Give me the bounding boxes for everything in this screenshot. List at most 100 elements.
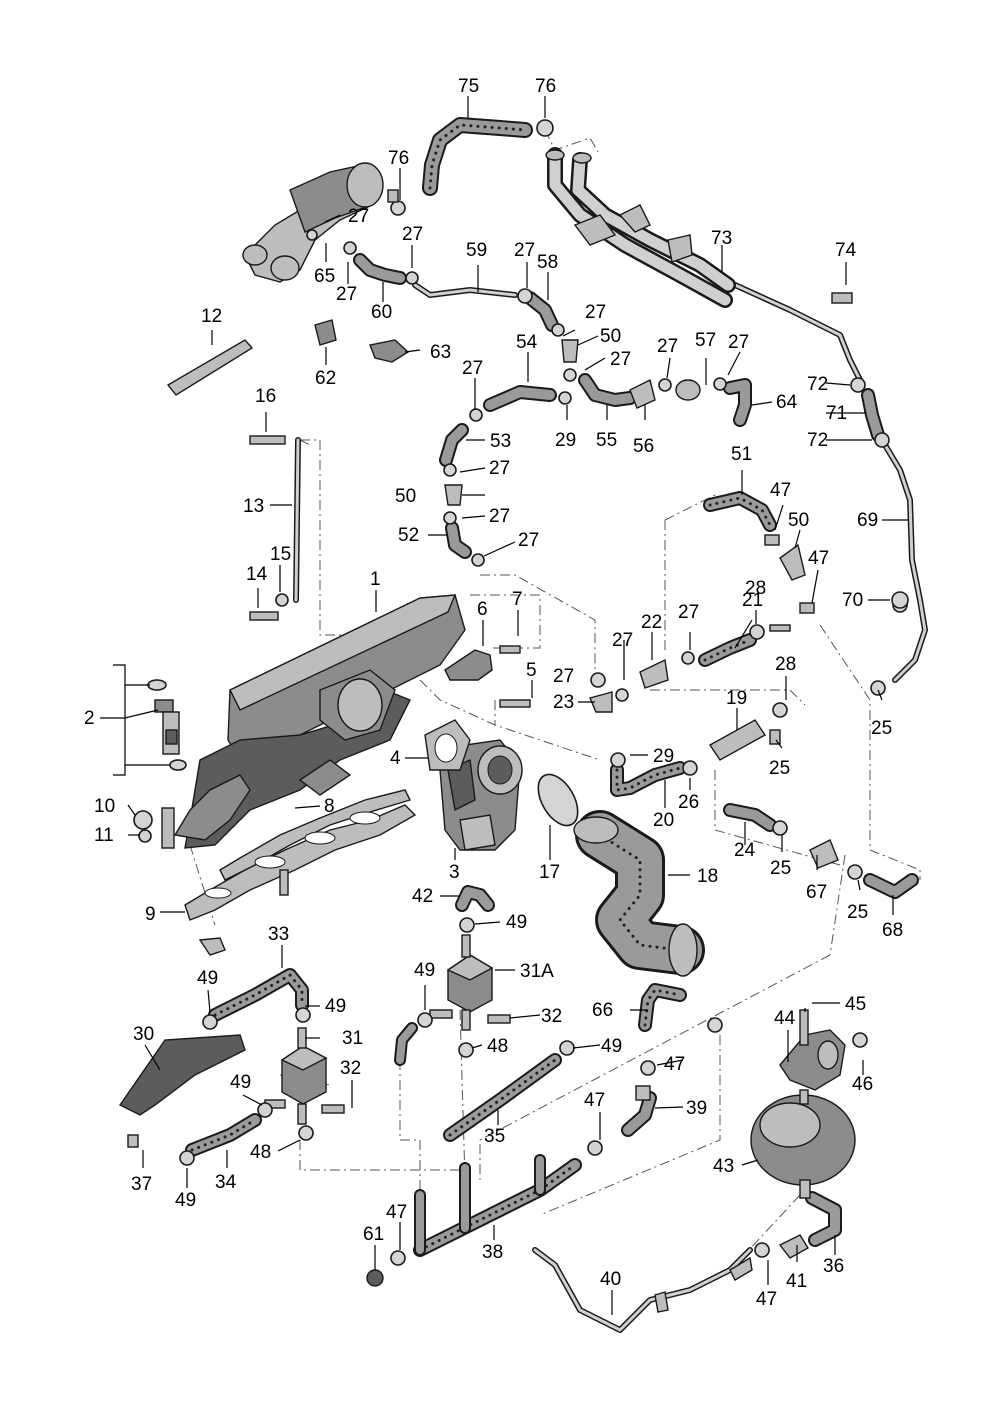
callout-12: 12 (201, 306, 222, 327)
clip-63 (369, 339, 410, 363)
callout-61: 61 (363, 1224, 384, 1245)
callout-72: 72 (807, 430, 828, 451)
callout-49: 49 (230, 1072, 251, 1093)
callout-55: 55 (596, 430, 617, 451)
callout-20: 20 (653, 810, 674, 831)
callout-3: 3 (449, 862, 460, 883)
callout-27: 27 (489, 458, 510, 479)
intake-manifold (161, 594, 466, 849)
callout-36: 36 (823, 1256, 844, 1277)
callout-46: 46 (852, 1074, 873, 1095)
parts (118, 147, 856, 1199)
callout-41: 41 (786, 1271, 807, 1292)
callout-53: 53 (490, 431, 511, 452)
coolant-pipe (545, 147, 736, 308)
callout-26: 26 (678, 792, 699, 813)
callout-60: 60 (371, 302, 392, 323)
callout-25: 25 (769, 758, 790, 779)
callout-47: 47 (584, 1090, 605, 1111)
callout-59: 59 (466, 240, 487, 261)
intake-elbow (242, 162, 384, 283)
clip-62 (314, 319, 337, 346)
callout-74: 74 (835, 240, 857, 261)
callout-48: 48 (250, 1142, 271, 1163)
callout-19: 19 (726, 688, 747, 709)
callout-63: 63 (430, 342, 451, 363)
callout-70: 70 (842, 590, 863, 611)
callout-27: 27 (585, 302, 606, 323)
callout-57: 57 (695, 330, 716, 351)
valve-31a (429, 934, 511, 1031)
callout-49: 49 (506, 912, 527, 933)
callout-64: 64 (776, 392, 798, 413)
callout-25: 25 (770, 858, 791, 879)
callout-43: 43 (713, 1156, 734, 1177)
callout-50: 50 (395, 486, 416, 507)
callout-11: 11 (94, 825, 114, 846)
callout-40: 40 (600, 1269, 621, 1290)
callout-44: 44 (774, 1008, 796, 1029)
callout-50: 50 (600, 326, 621, 347)
callout-54: 54 (516, 332, 538, 353)
callout-21: 21 (742, 590, 763, 611)
bracket-bar (166, 339, 254, 396)
callout-42: 42 (412, 886, 433, 907)
throttle-gasket (424, 719, 471, 771)
callout-27: 27 (518, 530, 539, 551)
callout-27: 27 (348, 206, 369, 227)
bracket-30 (118, 1034, 246, 1116)
callout-27: 27 (728, 332, 749, 353)
sensor-6 (444, 649, 493, 681)
callout-labels: 75 76 76 27 27 27 27 27 27 27 27 27 27 2… (84, 76, 903, 1310)
callout-25: 25 (871, 718, 892, 739)
callout-76: 76 (388, 148, 409, 169)
callout-27: 27 (612, 630, 633, 651)
callout-39: 39 (686, 1098, 707, 1119)
callout-31a: 31A (520, 961, 554, 982)
callout-51: 51 (731, 444, 752, 465)
callout-27: 27 (553, 666, 574, 687)
callout-38: 38 (482, 1242, 503, 1263)
callout-66: 66 (592, 1000, 613, 1021)
callout-18: 18 (697, 866, 718, 887)
callout-27: 27 (336, 284, 357, 305)
leader-lines (100, 96, 908, 1315)
callout-27: 27 (657, 336, 678, 357)
callout-2: 2 (84, 708, 95, 729)
callout-49: 49 (197, 968, 218, 989)
callout-29: 29 (653, 746, 674, 767)
callout-28: 28 (745, 578, 766, 599)
callout-67: 67 (806, 882, 827, 903)
hoses (185, 117, 928, 1333)
callout-16: 16 (255, 386, 276, 407)
callout-65: 65 (314, 266, 335, 287)
callout-8: 8 (324, 796, 335, 817)
callout-6: 6 (477, 599, 488, 620)
callout-69: 69 (857, 510, 878, 531)
callout-15: 15 (270, 544, 291, 565)
callout-27: 27 (514, 240, 535, 261)
callout-47: 47 (808, 548, 829, 569)
callout-27: 27 (610, 349, 631, 370)
callout-25: 25 (847, 902, 868, 923)
callout-27: 27 (678, 602, 699, 623)
callout-76: 76 (535, 76, 556, 97)
callout-27: 27 (402, 224, 423, 245)
callout-75: 75 (458, 76, 479, 97)
callout-35: 35 (484, 1126, 505, 1147)
callout-32: 32 (340, 1058, 361, 1079)
callout-4: 4 (390, 748, 401, 769)
callout-49: 49 (325, 996, 346, 1017)
callout-47: 47 (770, 480, 791, 501)
callout-1: 1 (370, 569, 381, 590)
callout-32: 32 (541, 1006, 562, 1027)
valve-31 (264, 1027, 345, 1125)
callout-17: 17 (539, 862, 560, 883)
callout-37: 37 (131, 1174, 152, 1195)
callout-9: 9 (145, 904, 156, 925)
callout-50: 50 (788, 510, 809, 531)
callout-28: 28 (775, 654, 796, 675)
vacuum-reservoir (750, 1089, 856, 1199)
callout-30: 30 (133, 1024, 154, 1045)
